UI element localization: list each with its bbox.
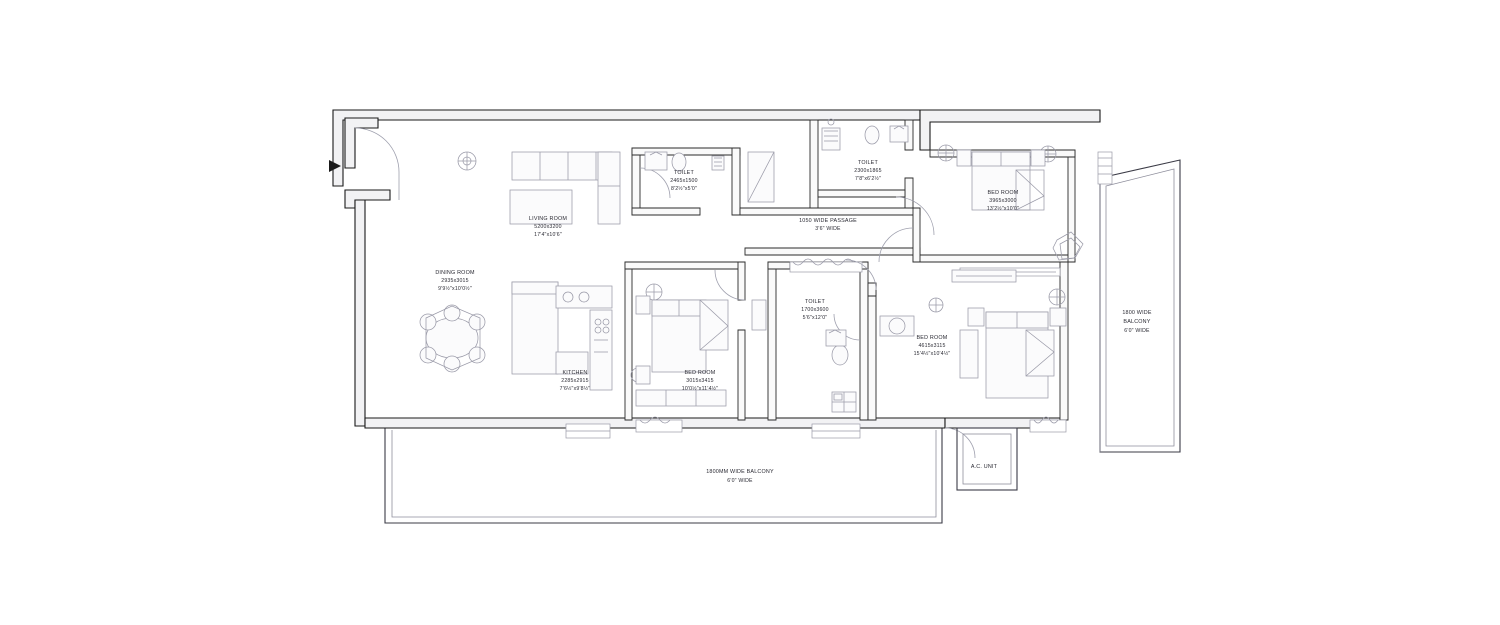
toilet-fixtures: [821, 118, 909, 151]
kitchen-counter: [511, 281, 613, 391]
annotation-line-3: 6'0" WIDE: [1124, 328, 1150, 334]
bed: [956, 149, 1046, 211]
room-name: TOILET: [858, 160, 878, 166]
dining-set: [419, 304, 486, 373]
toilet-fixtures: [644, 151, 775, 203]
room-dim-imperial: 8'2½"x5'0": [671, 185, 697, 192]
annotation-line-2: BALCONY: [1123, 319, 1150, 325]
room-label-toilet-3: TOILET 1700x3600 5'6"x12'0": [801, 299, 828, 321]
annotation-line-1: 1050 WIDE PASSAGE: [799, 218, 857, 224]
door-swings: [354, 127, 976, 459]
room-dim-metric: 2285x2915: [561, 378, 588, 384]
wash-basin: [879, 315, 915, 337]
room-labels: LIVING ROOM 5200x3200 17'4"x10'6" DINING…: [435, 160, 1019, 392]
room-dim-metric: 2465x1500: [670, 178, 697, 184]
room-dim-imperial: 9'9½"x10'0½": [438, 285, 472, 292]
room-dim-metric: 1700x3600: [801, 307, 828, 313]
furniture: [419, 118, 1084, 491]
room-name: KITCHEN: [562, 370, 587, 376]
room-dim-metric: 5200x3200: [534, 224, 561, 230]
room-dim-imperial: 17'4"x10'6": [534, 232, 562, 238]
room-dim-imperial: 5'6"x12'0": [803, 315, 828, 321]
annotation-line-2: 3'6" WIDE: [815, 226, 841, 232]
room-dim-metric: 3015x3415: [686, 378, 713, 384]
ceiling-fixture-icon: [928, 297, 944, 313]
toilet-fixtures: [825, 329, 857, 413]
annotation-line-1: A.C. UNIT: [971, 464, 998, 470]
room-label-dining-room: DINING ROOM 2935x3015 9'9½"x10'0½": [435, 270, 475, 292]
bed: [635, 295, 729, 385]
room-label-living-room: LIVING ROOM 5200x3200 17'4"x10'6": [529, 216, 567, 238]
room-dim-metric: 3965x3000: [989, 198, 1016, 204]
room-name: BED ROOM: [685, 370, 716, 376]
annotation-line-2: 6'0" WIDE: [727, 478, 753, 484]
room-label-toilet-1: TOILET 2465x1500 8'2½"x5'0": [670, 170, 697, 192]
room-dim-imperial: 15'4½"x10'4½": [914, 350, 951, 357]
bed: [959, 307, 1067, 399]
room-dim-metric: 2300x1865: [854, 168, 881, 174]
room-dim-metric: 2935x3015: [441, 278, 468, 284]
ceiling-fixture-icon: [457, 151, 477, 171]
annotations: 1050 WIDE PASSAGE 3'6" WIDE 1800 WIDE BA…: [706, 218, 1152, 484]
ceiling-fixture-icon: [1048, 288, 1066, 306]
room-dim-imperial: 13'2½"x10'0": [987, 205, 1019, 212]
annotation-balcony-right: 1800 WIDE BALCONY 6'0" WIDE: [1122, 310, 1152, 334]
room-name: BED ROOM: [917, 335, 948, 341]
ceiling-fixture-icon: [937, 144, 955, 162]
wardrobe: [635, 389, 727, 407]
room-name: LIVING ROOM: [529, 216, 567, 222]
dresser: [951, 269, 1017, 283]
sofa: [511, 151, 621, 225]
annotation-line-1: 1800MM WIDE BALCONY: [706, 469, 774, 475]
room-name: TOILET: [674, 170, 694, 176]
room-label-bed-room-1: BED ROOM 3965x3000 13'2½"x10'0": [987, 190, 1019, 212]
annotation-balcony-bottom: 1800MM WIDE BALCONY 6'0" WIDE: [706, 469, 774, 484]
coffee-table: [509, 189, 573, 225]
room-label-bed-room-2: BED ROOM 4615x3115 15'4½"x10'4½": [914, 335, 951, 357]
room-label-kitchen: KITCHEN 2285x2915 7'6½"x9'8½": [560, 370, 591, 392]
annotation-passage: 1050 WIDE PASSAGE 3'6" WIDE: [799, 218, 857, 232]
room-label-toilet-2: TOILET 2300x1865 7'8"x6'2½": [854, 160, 881, 182]
side-chair: [1052, 231, 1084, 261]
room-dim-imperial: 7'6½"x9'8½": [560, 385, 591, 392]
interior-partitions: [624, 119, 1076, 421]
room-name: BED ROOM: [988, 190, 1019, 196]
room-name: DINING ROOM: [435, 270, 475, 276]
room-dim-imperial: 7'8"x6'2½": [855, 175, 881, 182]
room-dim-imperial: 10'0½"x11'4½": [682, 385, 718, 392]
room-dim-metric: 4615x3115: [918, 343, 945, 349]
ac-unit-box: [956, 427, 1018, 491]
cabinet: [751, 299, 767, 331]
room-label-bed-room-3: BED ROOM 3015x3415 10'0½"x11'4½": [682, 370, 718, 392]
annotation-line-1: 1800 WIDE: [1122, 310, 1152, 316]
room-name: TOILET: [805, 299, 825, 305]
annotation-ac-unit: A.C. UNIT: [971, 464, 998, 470]
entry-arrow-icon: [329, 160, 341, 172]
